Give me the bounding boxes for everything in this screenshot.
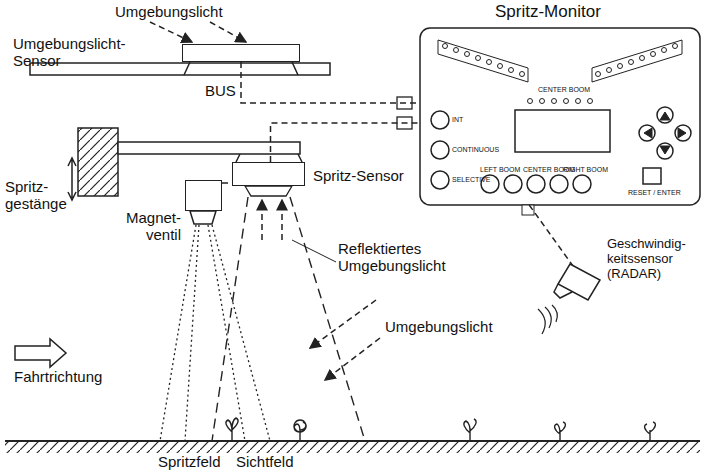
sensor-box: Umgebungslicht- Sensor xyxy=(182,44,300,62)
part-label: Umgebungslicht- Sensor xyxy=(13,35,138,69)
panel-title: Spritz-Monitor xyxy=(495,2,645,21)
button-label: RIGHT BOOM xyxy=(563,166,608,174)
annotation-label: Sichtfeld xyxy=(236,453,306,470)
part-label: Geschwindig- keitssensor (RADAR) xyxy=(607,236,699,281)
bus-line xyxy=(271,123,421,162)
annotation-label: Reflektiertes Umgebungslicht xyxy=(338,240,448,274)
annotation-label: Spritz- gestänge xyxy=(5,178,67,212)
button-label: CENTER BOOM xyxy=(538,86,590,94)
annotation-label: Spritzfeld xyxy=(158,453,233,470)
annotation-label: Umgebungslicht xyxy=(115,3,235,20)
valve-box: Magnet- ventil xyxy=(185,180,222,211)
bus-line xyxy=(222,182,232,184)
button-label: INT xyxy=(452,116,463,124)
button-label: SELECTIVE xyxy=(452,176,491,184)
button-label: LEFT BOOM xyxy=(480,166,520,174)
bus-line xyxy=(241,62,420,103)
annotation-label: Umgebungslicht xyxy=(385,318,505,335)
part-label: Magnet- ventil xyxy=(121,209,181,243)
radar-sensor: Geschwindig- keitssensor (RADAR) xyxy=(552,262,602,302)
annotation-label: BUS xyxy=(205,82,245,99)
button-label: CONTINUOUS xyxy=(452,146,499,154)
bus-line xyxy=(529,205,573,266)
sensor-box: Spritz-Sensor xyxy=(232,162,305,186)
button-label: RESET / ENTER xyxy=(628,189,681,197)
annotation-label: Fahrtrichtung xyxy=(14,368,124,385)
part-label: Spritz-Sensor xyxy=(313,167,413,184)
